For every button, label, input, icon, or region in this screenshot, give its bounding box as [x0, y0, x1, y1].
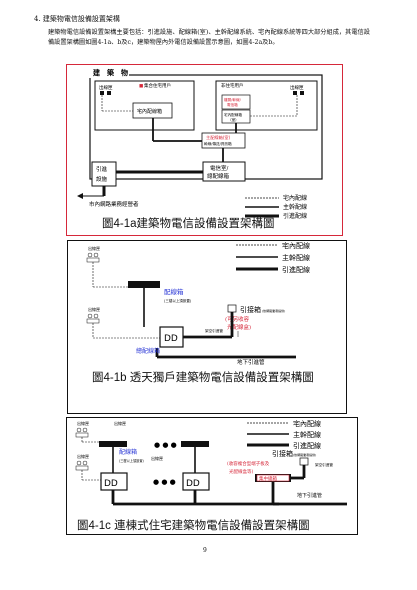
home-box-a-label: 宅內配線箱 [137, 108, 162, 115]
dots-c-mid: ● ● ● [153, 478, 176, 486]
caption-4-1a: 圖4-1a建築物電信設備設置架構圖 [102, 218, 275, 230]
junction-b-sub: (依網路業者提供) [262, 308, 285, 313]
legend-b-1: 宅內配線 [282, 241, 310, 250]
floor-box [221, 94, 251, 110]
svg-text:電信箱: 電信箱 [227, 102, 238, 107]
underground-c: 地下引進管 [297, 492, 322, 499]
junction-c: 引接箱 [272, 449, 293, 458]
distribution-box-c [99, 441, 127, 447]
intro-facility [91, 161, 117, 187]
legend-b-2: 主幹配線 [282, 253, 310, 262]
telecom-line1: 電信室/ [210, 164, 229, 172]
svg-text:宅內配線箱: 宅內配線箱 [224, 112, 242, 117]
junction-b: 引接箱 [240, 305, 261, 314]
svg-text:樓層/幹線/: 樓層/幹線/ [224, 97, 242, 102]
box-b-label: 配線箱 [164, 287, 184, 296]
box-c-sub: (三樓以上須設置) [119, 458, 144, 463]
main-box-line1: 主配線箱(室) [206, 134, 231, 141]
figure-4-1a-diagram: 建 築 物 出線匣 ■ 集合住宅用戶 宅內配線箱 非住宅用戶 出線匣 樓層/幹線… [77, 67, 323, 220]
legend-a-2: 主幹配線 [283, 203, 307, 211]
outlet-c-a: 出線匣 [77, 420, 89, 426]
dd-b: DD [164, 334, 178, 344]
junction-box-b [227, 304, 237, 313]
outlet-left-box-2 [107, 91, 111, 95]
caption-4-1c: 圖4-1c 連棟式住宅建築物電信設備設置架構圖 [77, 520, 310, 532]
outlet-top-label: 出線匣 [88, 245, 100, 251]
intro-line2: 設施 [96, 175, 108, 183]
section-paragraph: 建築物電信設備設置架構主要包括：引進設施、配線箱(室)、主幹配線系統、宅內配線系… [48, 29, 370, 46]
building-label: 建 築 物 [93, 68, 128, 77]
note-c-line1: (收容複合型端子板及 [227, 460, 270, 467]
intro-line1: 引進 [96, 165, 108, 173]
svg-text:（室）: （室） [228, 117, 239, 122]
legend-c-3: 引進配線 [293, 441, 321, 450]
telecom-line2: 總配線箱 [207, 172, 230, 180]
total-box-b: 總配線箱 [136, 347, 160, 355]
outlet-c-d: 出線匣 [151, 455, 163, 461]
figure-4-1c: 出線匣 出線匣 配線箱 (三樓以上須設置) ● ● ● 出線匣 出線匣 DD ●… [66, 417, 358, 535]
legend-a-1: 宅內配線 [283, 194, 307, 202]
residence-b-label: 非住宅用戶 [221, 82, 244, 89]
dots-c-top: ● ● ● [154, 441, 177, 449]
legend-a-3: 引進配線 [283, 212, 307, 220]
outlet-left-box [100, 91, 104, 95]
section-heading: 4. 建築物電信設備設置架構 [34, 15, 120, 23]
legend-c-2: 主幹配線 [293, 430, 321, 439]
distribution-box-b [128, 281, 160, 288]
junction-c-sub: (依網路業者提供) [293, 452, 316, 457]
outlet-c-b: 出線匣 [114, 420, 126, 426]
note-c-line2: 光配線盒等) [229, 468, 253, 475]
entrance-b: 架空引進管 [205, 328, 223, 333]
residence-a-label: 集合住宅用戶 [144, 82, 171, 89]
figure-4-1b-diagram: 出線匣 配線箱 (三樓以上須設置) (可另收容 光配線盒) 出線匣 DD 引接箱… [86, 241, 310, 366]
figure-4-1b: 出線匣 配線箱 (三樓以上須設置) (可另收容 光配線盒) 出線匣 DD 引接箱… [67, 240, 347, 414]
page-number: 9 [203, 547, 207, 554]
optical-line1: (可另收容 [225, 315, 250, 323]
legend-c-1: 宅內配線 [293, 419, 321, 428]
junction-box-c [299, 457, 309, 466]
distribution-box-c2 [181, 441, 209, 447]
outlet-right-label: 出線匣 [290, 84, 304, 91]
figure-4-1a: 建 築 物 出線匣 ■ 集合住宅用戶 宅內配線箱 非住宅用戶 出線匣 樓層/幹線… [66, 64, 343, 236]
outlet-left-label: 出線匣 [99, 84, 113, 91]
legend-b-3: 引進配線 [282, 265, 310, 274]
entrance-c: 架空引進管 [315, 462, 333, 467]
central-box-label: 集中總箱 [259, 475, 277, 482]
caption-4-1b: 圖4-1b 透天獨戶建築物電信設備設置架構圖 [92, 372, 314, 384]
outlet-c-c: 出線匣 [77, 453, 89, 459]
optical-line2: 光配線盒) [227, 323, 251, 331]
dd-c1: DD [104, 479, 118, 489]
figure-4-1c-diagram: 出線匣 出線匣 配線箱 (三樓以上須設置) ● ● ● 出線匣 出線匣 DD ●… [75, 419, 347, 506]
box-b-sub: (三樓以上須設置) [164, 298, 192, 303]
operator-label: 市內網路業務經營者 [89, 200, 139, 208]
box-c-label: 配線箱 [119, 448, 137, 456]
residence-a-mark: ■ [139, 84, 143, 89]
dd-c2: DD [186, 479, 200, 489]
outlet-mid-label: 出線匣 [88, 306, 100, 312]
main-box-line2: 幹線/傳送/資訊箱 [204, 141, 232, 146]
underground-b: 地下引進管 [237, 358, 265, 366]
